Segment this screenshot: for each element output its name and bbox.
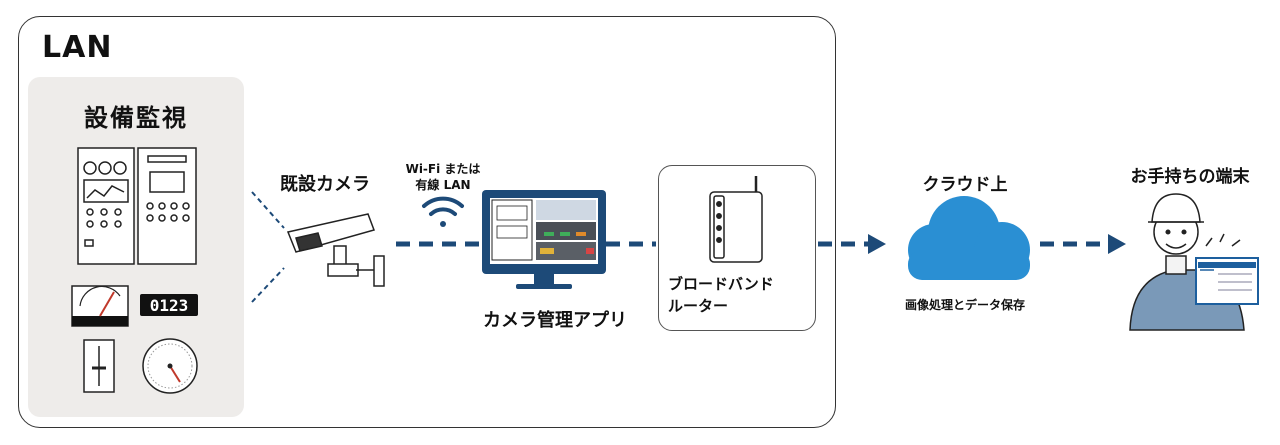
app-label: カメラ管理アプリ (483, 310, 627, 331)
router-icon (709, 176, 763, 263)
monitor-icon (482, 190, 606, 289)
camera-view-lines (251, 191, 285, 303)
lan-boundary (18, 16, 836, 428)
router-box (658, 165, 816, 331)
wifi-icon (422, 196, 464, 227)
router-label-line1: ブロードバンド (668, 275, 774, 293)
cloud-label: クラウド上 (922, 175, 1008, 195)
arrow-head-icon (1108, 234, 1126, 254)
cloud-caption: 画像処理とデータ保存 (904, 298, 1025, 312)
arrow-head-icon (868, 234, 886, 254)
cloud-icon (908, 196, 1030, 280)
digital-display-value: 0123 (150, 296, 189, 315)
security-camera-icon (286, 213, 385, 287)
control-cabinet-icon (137, 147, 197, 265)
wifi-label-line2: 有線 LAN (415, 178, 471, 192)
lan-title: LAN (42, 30, 113, 65)
control-cabinet-icon (77, 147, 135, 265)
camera-label: 既設カメラ (280, 174, 370, 195)
analog-meter-icon (71, 285, 129, 327)
pressure-gauge-icon (142, 338, 198, 394)
equipment-title: 設備監視 (84, 104, 188, 132)
digital-display-icon: 0123 (140, 294, 198, 316)
worker-with-tablet-icon (1129, 193, 1259, 331)
level-gauge-icon (83, 339, 115, 393)
terminal-label: お手持ちの端末 (1130, 167, 1250, 187)
wifi-label-line1: Wi-Fi または (405, 162, 481, 176)
router-label-line2: ルーター (668, 297, 729, 315)
equipment-panel (28, 77, 244, 417)
